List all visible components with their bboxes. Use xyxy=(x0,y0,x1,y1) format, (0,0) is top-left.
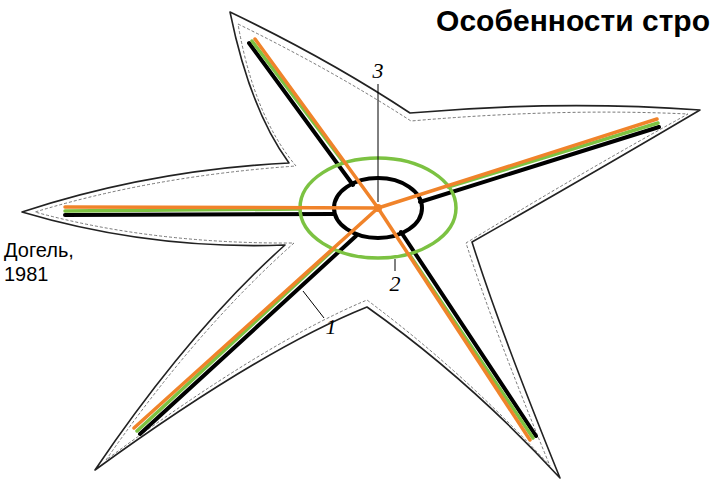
callout-number: 2 xyxy=(390,273,401,295)
leader-lines xyxy=(303,84,395,318)
diagram-title: Особенности стро xyxy=(436,4,710,39)
callout-number: 3 xyxy=(373,60,384,82)
green-system xyxy=(65,41,658,438)
starfish-inner-outline xyxy=(35,24,688,466)
starfish-outline xyxy=(22,12,700,478)
orange-system xyxy=(65,39,657,440)
nerve-system xyxy=(65,43,659,436)
source-reference: Догель, 1981 xyxy=(4,238,90,286)
callout-number: 1 xyxy=(326,316,337,338)
